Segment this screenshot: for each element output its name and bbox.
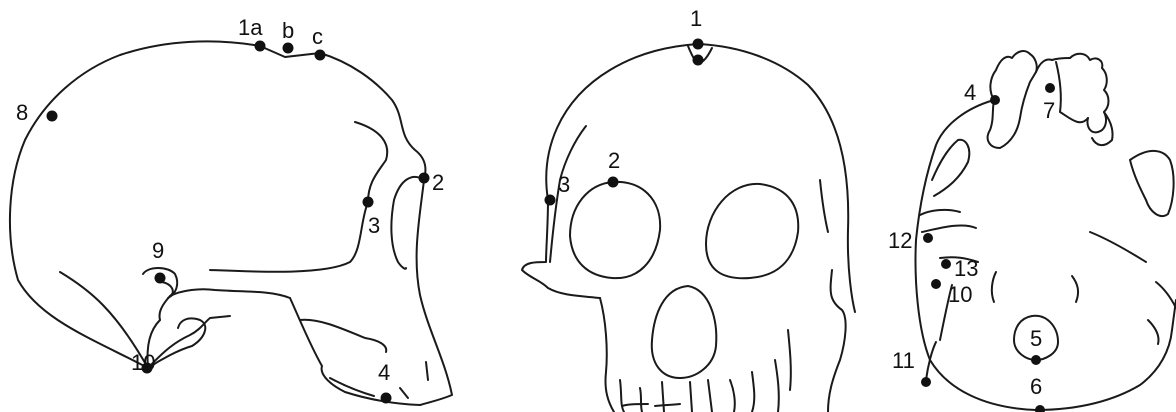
lateral-landmark-b (283, 43, 294, 54)
frontal-vault-outline (546, 44, 855, 312)
basal-landmark-6 (1035, 405, 1045, 412)
basal-landmark-13 (941, 259, 951, 269)
basal-right-side-lines (1090, 232, 1176, 344)
frontal-incisor-tip (622, 404, 680, 406)
lateral-zygomatic-arch (159, 289, 290, 320)
basal-landmark-4 (990, 95, 1000, 105)
lateral-label-10: 10 (131, 350, 155, 375)
basal-zygomatic-fossa-left (932, 140, 969, 196)
frontal-label-1: 1 (690, 6, 702, 31)
lateral-landmark-4 (381, 393, 392, 404)
basal-label-4: 4 (964, 80, 976, 105)
basal-landmark-7 (1045, 83, 1055, 93)
basal-label-6: 6 (1030, 374, 1042, 399)
basal-label-7: 7 (1043, 98, 1055, 123)
lateral-landmark-1a (255, 41, 266, 52)
frontal-nasal-aperture (652, 286, 717, 378)
basal-label-12: 12 (888, 228, 912, 253)
lateral-landmark-8 (47, 111, 58, 122)
frontal-landmark-3 (545, 195, 556, 206)
frontal-right-temporal (820, 180, 828, 232)
frontal-view: 1 2 3 (522, 6, 855, 412)
basal-zygomatic-fossa-right (1130, 151, 1174, 216)
frontal-zygoma-right (828, 270, 846, 412)
frontal-label-3: 3 (558, 172, 570, 197)
basal-label-10: 10 (948, 282, 972, 307)
frontal-zygoma-left (600, 298, 614, 412)
frontal-landmark-1 (693, 39, 704, 50)
lateral-landmark-3 (363, 197, 374, 208)
basal-label-5: 5 (1030, 326, 1042, 351)
basal-label-13: 13 (954, 256, 978, 281)
frontal-label-2: 2 (608, 148, 620, 173)
lateral-landmark-2 (419, 173, 430, 184)
basal-landmark-11 (921, 377, 931, 387)
basal-landmark-10 (931, 279, 941, 289)
lateral-label-2: 2 (432, 170, 444, 195)
basal-label-11: 11 (892, 348, 915, 373)
lateral-landmark-c (315, 50, 326, 61)
lateral-brow (355, 122, 387, 202)
lateral-view: 1a b c 8 2 3 9 10 4 (10, 15, 452, 405)
lateral-label-4: 4 (378, 360, 390, 385)
frontal-left-side (522, 200, 600, 298)
frontal-left-orbit (570, 182, 660, 278)
basal-view: 7 4 12 13 10 11 5 6 (888, 51, 1176, 412)
lateral-orbit (210, 202, 368, 272)
lateral-label-8: 8 (16, 100, 28, 125)
lateral-vault-outline (10, 41, 426, 368)
basal-palate-left (990, 51, 1036, 118)
lateral-label-1a: 1a (238, 15, 263, 40)
lateral-label-b: b (282, 18, 294, 43)
lateral-label-c: c (312, 24, 323, 49)
basal-landmark-5 (1031, 355, 1041, 365)
lateral-label-9: 9 (152, 238, 164, 263)
basal-occipital-condyle-left (992, 272, 996, 302)
frontal-teeth (620, 330, 791, 412)
lateral-landmark-9 (155, 273, 166, 284)
basal-outline (916, 100, 1176, 410)
frontal-right-orbit (706, 184, 798, 278)
basal-landmark-12 (923, 233, 933, 243)
lateral-label-3: 3 (368, 213, 380, 238)
basal-palate-ridge (1056, 62, 1088, 122)
frontal-landmark-2 (608, 177, 619, 188)
frontal-landmark-1-lower (693, 55, 704, 66)
lateral-face-front (417, 180, 452, 405)
basal-occipital-condyle-right (1072, 276, 1078, 302)
